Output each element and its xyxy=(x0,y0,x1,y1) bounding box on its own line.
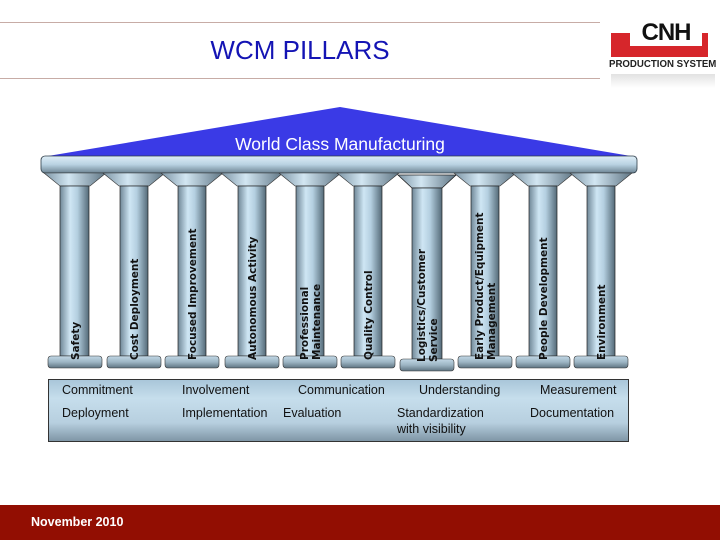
cnh-logo: CNH PRODUCTION SYSTEM xyxy=(608,21,718,90)
title-underline xyxy=(0,78,600,79)
top-rule xyxy=(0,22,600,23)
roof-label: World Class Manufacturing xyxy=(235,134,445,154)
foundation-panel: Commitment Involvement Communication Und… xyxy=(48,379,629,442)
pillar-label-focused-improvement: Focused Improvement xyxy=(187,228,199,360)
foundation-measurement: Measurement xyxy=(540,383,617,397)
pillar-label-safety: Safety xyxy=(70,321,82,360)
pillars xyxy=(43,172,633,372)
logo-brand: CNH xyxy=(630,21,702,46)
pillar-label-autonomous-activity: Autonomous Activity xyxy=(247,236,259,360)
temple-diagram xyxy=(40,107,638,372)
pillar-label-environment: Environment xyxy=(596,284,608,360)
logo-subtitle: PRODUCTION SYSTEM xyxy=(609,58,717,70)
foundation-commitment: Commitment xyxy=(62,383,133,397)
foundation-standardization: Standardization xyxy=(397,406,484,420)
architrave-beam xyxy=(40,155,638,174)
foundation-communication: Communication xyxy=(298,383,385,397)
foundation-involvement: Involvement xyxy=(182,383,250,397)
footer-bar: November 2010 xyxy=(0,505,720,540)
logo-reflection xyxy=(611,74,715,88)
foundation-understanding: Understanding xyxy=(419,383,501,397)
page-title: WCM PILLARS xyxy=(210,35,390,65)
foundation-documentation: Documentation xyxy=(530,406,615,420)
foundation-implementation: Implementation xyxy=(182,406,268,420)
footer-date: November 2010 xyxy=(31,515,124,529)
pillar-label-quality-control: Quality Control xyxy=(363,270,375,360)
pillar-label-cost-deployment: Cost Deployment xyxy=(129,258,141,360)
foundation-evaluation: Evaluation xyxy=(283,406,342,420)
foundation-with-visibility: with visibility xyxy=(397,422,466,436)
foundation-deployment: Deployment xyxy=(62,406,129,420)
pillar-label-people-development: People Development xyxy=(538,237,550,360)
roof xyxy=(42,107,637,157)
